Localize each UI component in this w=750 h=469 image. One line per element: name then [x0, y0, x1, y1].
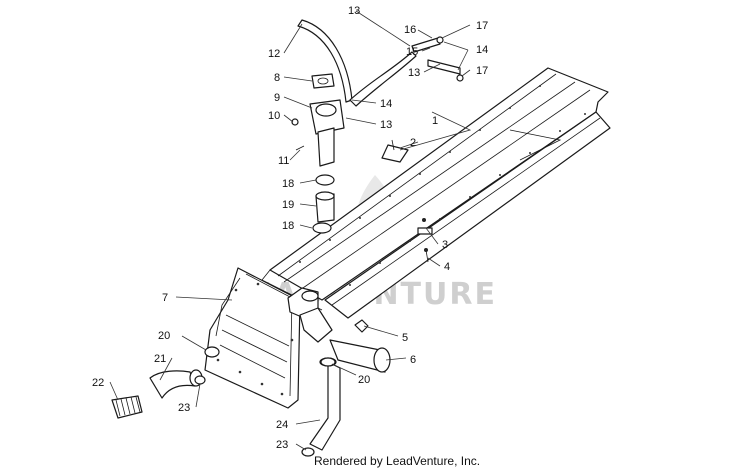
front-exchanger-ribs	[219, 314, 290, 379]
bolt-and-washer-2	[381, 139, 409, 163]
lower-clamp	[301, 447, 315, 457]
bellows-hose	[111, 395, 143, 419]
callout-19: 19	[282, 199, 294, 211]
temperature-sensor	[354, 319, 369, 333]
filler-neck-9	[309, 99, 345, 167]
callout-16: 16	[404, 24, 416, 36]
washer-3	[417, 218, 433, 235]
callout-21: 21	[154, 353, 166, 365]
callout-8: 8	[274, 72, 280, 84]
callout-23-bottom: 23	[276, 439, 288, 451]
clamp-left-upper	[204, 346, 220, 358]
callout-13-top: 13	[348, 5, 360, 17]
inlet-elbow-hose	[149, 369, 203, 399]
hose-19	[315, 191, 335, 223]
clamp-18-lower	[312, 222, 332, 234]
clamp-right	[320, 357, 336, 367]
callout-13-mid: 13	[408, 67, 420, 79]
rendered-by-credit: Rendered by LeadVenture, Inc.	[314, 454, 480, 468]
clamp-18-upper	[315, 174, 335, 186]
hose-connector	[329, 339, 391, 373]
callout-13-low: 13	[380, 119, 392, 131]
hose-bracket	[411, 37, 461, 75]
lower-coolant-hose	[309, 357, 341, 451]
gasket-8	[311, 73, 335, 89]
callout-17-upper: 17	[476, 20, 488, 32]
callout-15: 15	[406, 46, 418, 58]
callout-2: 2	[410, 137, 416, 149]
screw-11	[295, 145, 305, 151]
callout-18-upper: 18	[282, 178, 294, 190]
callout-23-left: 23	[178, 402, 190, 414]
callout-5: 5	[402, 332, 408, 344]
clip-17-lower	[456, 74, 464, 82]
callout-10: 10	[268, 110, 280, 122]
callout-1: 1	[432, 115, 438, 127]
callout-6: 6	[410, 354, 416, 366]
callout-20-right: 20	[358, 374, 370, 386]
bolt-10	[291, 118, 299, 126]
callout-22: 22	[92, 377, 104, 389]
callout-20-left: 20	[158, 330, 170, 342]
callout-14-right: 14	[476, 44, 488, 56]
callout-12: 12	[268, 48, 280, 60]
callout-9: 9	[274, 92, 280, 104]
callout-11: 11	[278, 155, 289, 167]
callout-18-lower: 18	[282, 220, 294, 232]
bolt-4	[424, 248, 429, 263]
clamp-left-lower	[194, 375, 206, 385]
thermostat-outlet-housing	[287, 287, 333, 343]
callout-24: 24	[276, 419, 288, 431]
tunnel-rivets	[299, 85, 586, 286]
leader-lines	[109, 10, 472, 451]
callout-labels: 1 2 3 4 5 6 7 8 9 10 11 12 13 13 13 14 1…	[92, 5, 488, 451]
overflow-hose-14	[349, 51, 417, 107]
vent-hose-12	[297, 19, 353, 103]
callout-17-lower: 17	[476, 65, 488, 77]
callout-4: 4	[444, 261, 450, 273]
callout-7: 7	[162, 292, 168, 304]
callout-3: 3	[442, 239, 448, 251]
clip-17-upper	[436, 36, 444, 44]
callout-14-hose: 14	[380, 98, 392, 110]
